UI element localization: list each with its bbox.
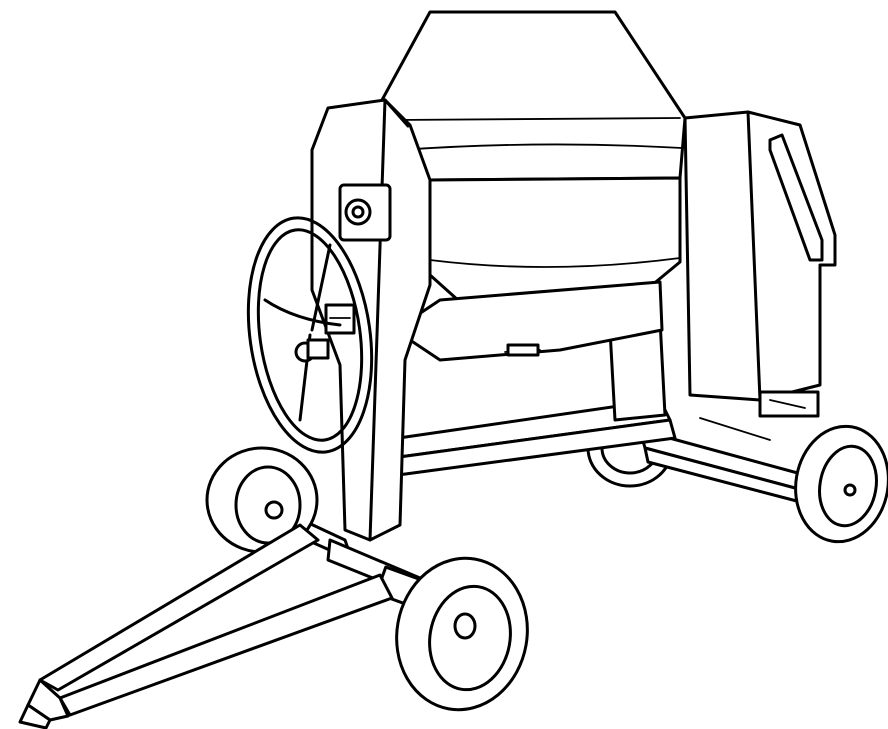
engine-housing (683, 110, 837, 418)
tow-bar (18, 523, 394, 729)
front-right-wheel (395, 556, 529, 712)
hand-wheel (246, 216, 374, 454)
rear-right-wheel (794, 424, 888, 544)
mixer-drum (380, 10, 687, 362)
side-panel (310, 98, 432, 542)
